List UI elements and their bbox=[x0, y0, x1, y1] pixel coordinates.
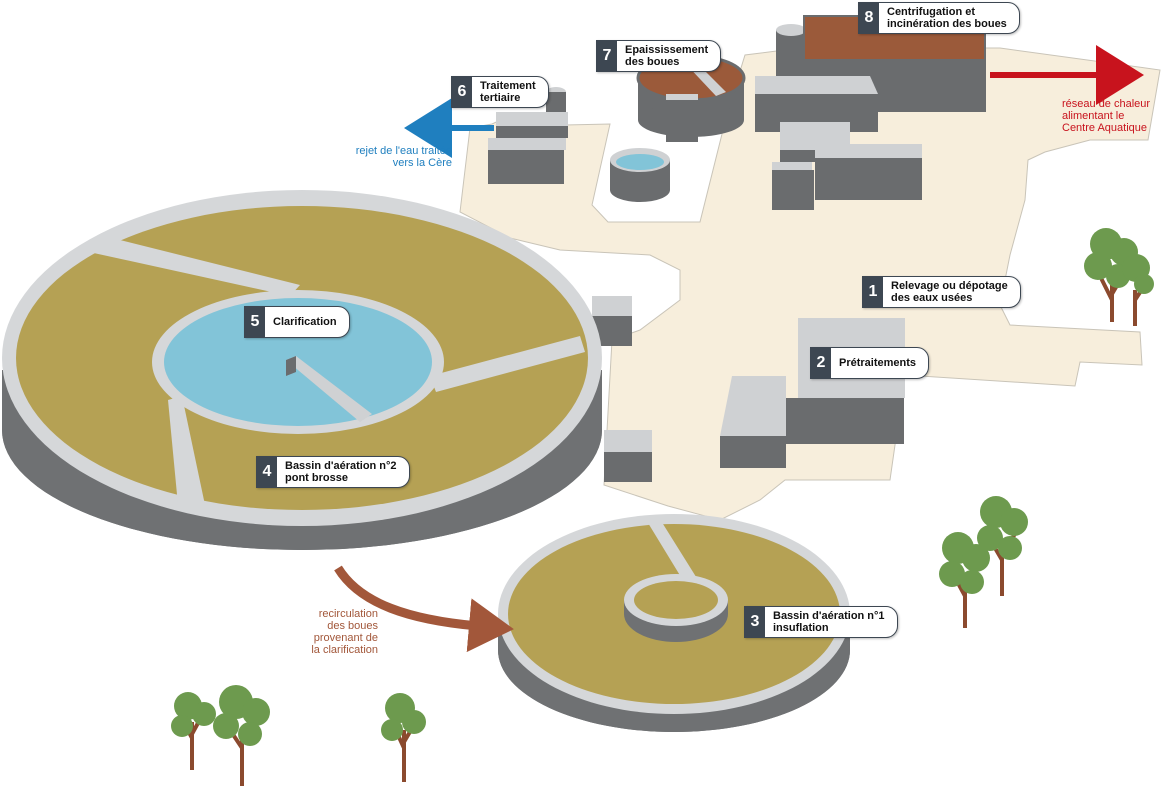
tree-icon bbox=[171, 692, 216, 770]
recirculation-note: recirculation des boues provenant de la … bbox=[311, 608, 378, 656]
step-label: Epaississement des boues bbox=[625, 44, 709, 68]
incineration-building bbox=[755, 15, 986, 210]
step-callout-4: 4 Bassin d'aération n°2 pont brosse bbox=[256, 456, 410, 488]
tertiary-treatment-building bbox=[488, 87, 568, 184]
water-release-note: rejet de l'eau traitée vers la Cère bbox=[355, 145, 452, 169]
step-callout-6: 6 Traitement tertiaire bbox=[451, 76, 549, 108]
aeration-basin-2 bbox=[2, 190, 602, 550]
step-callout-3: 3 Bassin d'aération n°1 insuflation bbox=[744, 606, 898, 638]
heat-network-note: réseau de chaleur alimentant le Centre A… bbox=[1062, 98, 1151, 134]
tree-icon bbox=[977, 496, 1028, 596]
sludge-thickener bbox=[610, 54, 746, 202]
step-label: Traitement tertiaire bbox=[480, 80, 536, 104]
tree-icon bbox=[213, 685, 270, 786]
step-number: 6 bbox=[452, 77, 472, 107]
step-number: 4 bbox=[257, 457, 277, 487]
tree-icon bbox=[381, 693, 426, 782]
step-number: 7 bbox=[597, 41, 617, 71]
flow-arrow-icon bbox=[334, 565, 514, 653]
step-label: Bassin d'aération n°1 insuflation bbox=[773, 610, 885, 634]
step-number: 3 bbox=[745, 607, 765, 637]
step-callout-8: 8 Centrifugation et incinération des bou… bbox=[858, 2, 1020, 34]
step-label: Prétraitements bbox=[839, 357, 917, 369]
step-callout-1: 1 Relevage ou dépotage des eaux usées bbox=[862, 276, 1021, 308]
step-label: Relevage ou dépotage des eaux usées bbox=[891, 280, 1008, 304]
step-label: Bassin d'aération n°2 pont brosse bbox=[285, 460, 397, 484]
step-callout-7: 7 Epaississement des boues bbox=[596, 40, 722, 72]
step-callout-2: 2 Prétraitements bbox=[810, 347, 930, 379]
step-label: Centrifugation et incinération des boues bbox=[887, 6, 1007, 30]
step-number: 5 bbox=[245, 307, 265, 337]
step-number: 8 bbox=[859, 3, 879, 33]
tree-icon bbox=[939, 532, 990, 628]
step-callout-5: 5 Clarification bbox=[244, 306, 350, 338]
tree-icon bbox=[1084, 228, 1154, 326]
step-number: 2 bbox=[811, 348, 831, 378]
step-number: 1 bbox=[863, 277, 883, 307]
step-label: Clarification bbox=[273, 316, 337, 328]
